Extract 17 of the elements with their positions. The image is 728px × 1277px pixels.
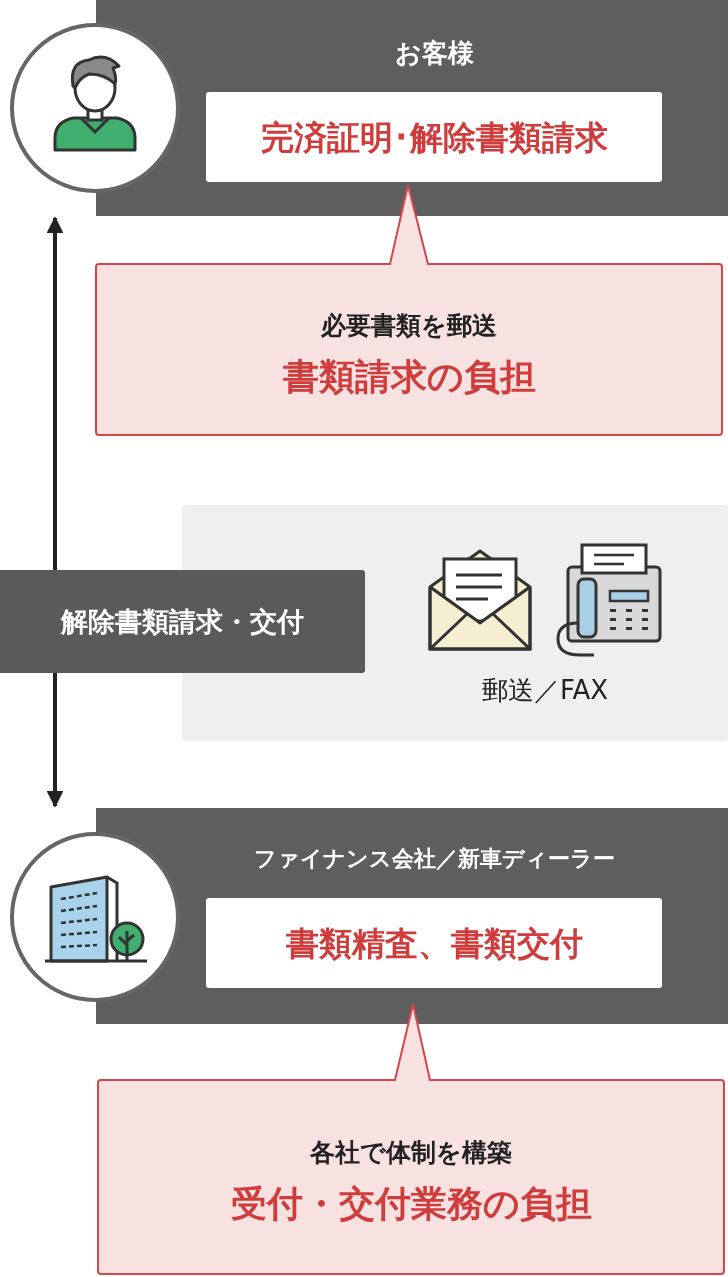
- callout-text: 各社で体制を構築: [309, 1137, 513, 1169]
- media-panel: [365, 505, 728, 741]
- text-box: [206, 92, 662, 182]
- callout-heading: 書類請求の負担: [281, 354, 537, 399]
- callout-box: [94, 184, 724, 437]
- box-text: 書類精査、書類交付: [284, 923, 584, 965]
- box-text: 完済証明･解除書類請求: [259, 117, 609, 159]
- callout-text: 必要書類を郵送: [320, 309, 498, 342]
- panel-title: お客様: [393, 37, 475, 70]
- callout-heading: 受付・交付業務の負担: [229, 1182, 593, 1226]
- header-panel: [96, 0, 728, 216]
- panel-title: ファイナンス会社／新車ディーラー: [252, 845, 616, 873]
- header-panel: [96, 808, 728, 1024]
- text-box: [206, 898, 662, 988]
- callout-box: [96, 1003, 726, 1276]
- media-caption: 郵送／FAX: [480, 674, 610, 707]
- edge-label: 解除書類請求・交付: [0, 570, 365, 673]
